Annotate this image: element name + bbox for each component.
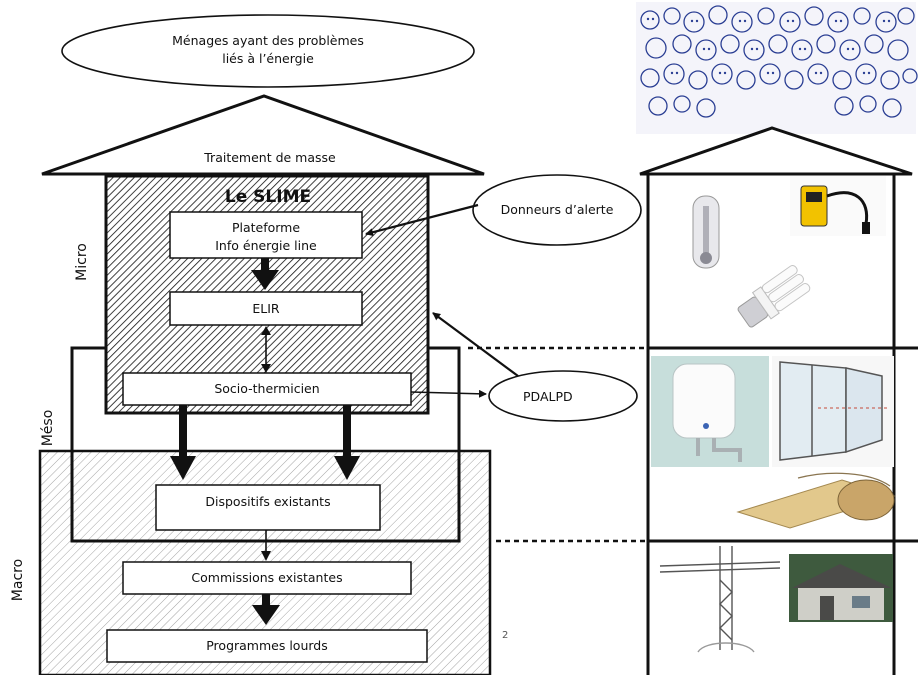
macro-label: Macro <box>10 559 26 601</box>
arrow-socio-left-down <box>170 405 196 480</box>
socio-label: Socio-thermicien <box>214 381 319 396</box>
arrow-elir-socio <box>261 326 271 373</box>
arrow-socio-right-down <box>334 405 360 480</box>
elir-label: ELIR <box>252 301 280 316</box>
cfl-bulb-icon <box>737 265 811 328</box>
households-label-line2: liés à l’énergie <box>222 51 314 66</box>
dispositifs-label: Dispositifs existants <box>205 494 330 509</box>
pdalpd-label: PDALPD <box>523 389 573 404</box>
arrow-socio-to-pdalpd <box>410 389 487 398</box>
crowd-sketch-icon <box>636 2 918 134</box>
thermometer-icon <box>692 195 720 269</box>
arrow-platform-to-elir <box>251 258 279 290</box>
mass-treatment-label: Traitement de masse <box>203 150 336 165</box>
house-photo-icon <box>789 554 893 622</box>
arrow-pdalpd-to-slime <box>432 312 519 377</box>
arrow-commissions-to-programmes <box>252 594 280 625</box>
slime-title: Le SLIME <box>225 187 311 207</box>
pdalpd-ellipse <box>488 370 638 422</box>
energy-meter-icon <box>790 176 886 236</box>
socio-box <box>122 372 412 406</box>
platform-label-line1: Plateforme <box>232 220 300 235</box>
insulation-roll-icon <box>736 472 896 529</box>
elir-box <box>169 291 363 326</box>
window-icon <box>772 356 894 467</box>
platform-label-line2: Info énergie line <box>215 238 317 253</box>
micro-label: Micro <box>74 243 90 281</box>
donneurs-ellipse <box>472 174 642 246</box>
arrow-dispositifs-to-commissions <box>261 530 271 561</box>
dispositifs-box <box>155 484 381 531</box>
roof-triangle <box>41 94 485 176</box>
commissions-box <box>122 561 412 595</box>
households-ellipse <box>61 14 475 88</box>
platform-box <box>169 211 363 259</box>
water-heater-icon <box>651 356 769 467</box>
meso-label: Méso <box>40 410 56 447</box>
page-number: 2 <box>502 630 508 641</box>
right-roof <box>639 126 913 176</box>
programmes-box <box>106 629 428 663</box>
crane-icon <box>659 546 781 653</box>
programmes-label: Programmes lourds <box>206 638 328 653</box>
commissions-label: Commissions existantes <box>191 570 342 585</box>
households-label-line1: Ménages ayant des problèmes <box>172 33 364 48</box>
arrow-donneurs-to-platform <box>365 203 479 237</box>
donneurs-label: Donneurs d’alerte <box>501 202 614 217</box>
